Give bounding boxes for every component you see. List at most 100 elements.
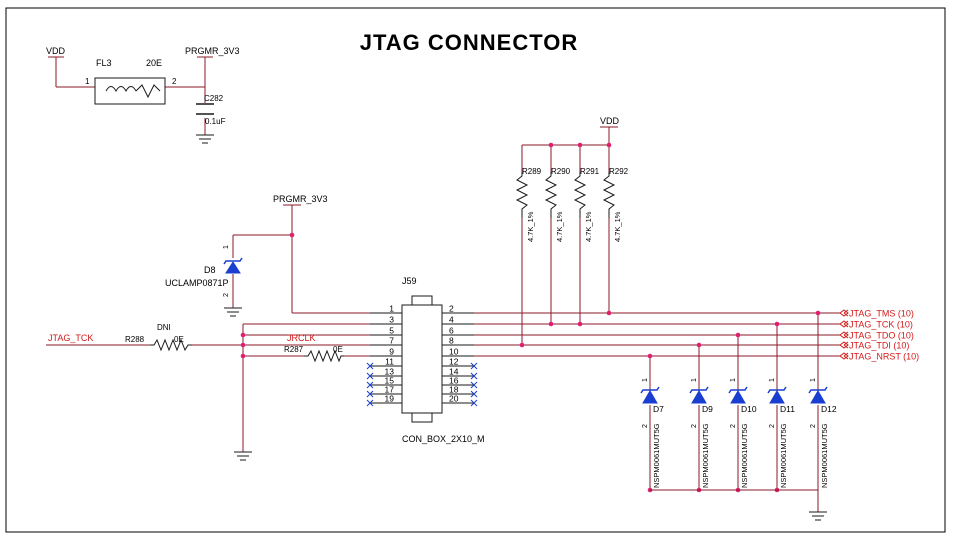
- d8-pin2: 2: [223, 293, 230, 297]
- no-connect-x: [470, 399, 478, 407]
- resistor-r287: [304, 349, 344, 363]
- resistor-r290: [544, 172, 558, 218]
- sheet-border: [5, 7, 946, 533]
- pin-number-right: 8: [449, 336, 454, 346]
- pin-number-left: 1: [389, 304, 394, 314]
- tvs-junction-top: [647, 353, 653, 359]
- output-port-arrow: [839, 309, 849, 317]
- tvs-ref-label: D10: [741, 404, 757, 414]
- no-connect-x: [470, 390, 478, 398]
- tvs-bar: [728, 386, 748, 394]
- tvs-diode-d8: [223, 257, 243, 274]
- output-port-arrows: [839, 309, 849, 360]
- j59-part: CON_BOX_2X10_M: [402, 434, 485, 444]
- junction-pullup-a: [548, 142, 554, 148]
- fl3-pin2: 2: [172, 77, 177, 86]
- sheet-title: JTAG CONNECTOR: [360, 30, 579, 55]
- resistor-r291: [573, 172, 587, 218]
- capacitor-c282: [196, 103, 214, 115]
- r287-ref: R287: [284, 345, 304, 354]
- pin-number-left: 7: [389, 336, 394, 346]
- fl3-ref: FL3: [96, 58, 112, 68]
- r288-note: DNI: [157, 323, 171, 332]
- output-port-arrow: [839, 320, 849, 328]
- c282-ref: C282: [204, 94, 224, 103]
- fl3-pin1: 1: [85, 77, 90, 86]
- output-net-label: JTAG_NRST (10): [849, 352, 919, 362]
- d8-ref: D8: [204, 265, 216, 275]
- c282-value: 0.1uF: [205, 117, 226, 126]
- tvs-pin2: 2: [642, 424, 649, 428]
- pin-number-left: 17: [385, 385, 395, 395]
- tvs-pin2: 2: [730, 424, 737, 428]
- r291-ref: R291: [580, 167, 600, 176]
- tvs-part-label: NSPM0061MUT5G: [701, 423, 710, 488]
- pin-number-right: 10: [449, 347, 459, 357]
- tvs-pin1: 1: [691, 378, 698, 382]
- no-connect-marks: [366, 362, 478, 407]
- filter-rail-label: PRGMR_3V3: [185, 46, 240, 56]
- pin-number-left: 19: [385, 394, 395, 404]
- fl3-value: 20E: [146, 58, 162, 68]
- junction-gnd-pin5: [240, 332, 246, 338]
- j59-ref: J59: [402, 276, 417, 286]
- r292-value: 4.7K_1%: [613, 211, 622, 242]
- resistor-r292: [602, 172, 616, 218]
- tvs-junction-top: [815, 310, 821, 316]
- pin-number-left: 15: [385, 376, 395, 386]
- output-port-arrow: [839, 331, 849, 339]
- pin-number-left: 11: [385, 357, 394, 367]
- tvs-bar: [640, 386, 660, 394]
- tvs-junction-top: [735, 332, 741, 338]
- pin-number-left: 13: [385, 367, 395, 377]
- tvs-pin1: 1: [730, 378, 737, 382]
- tvs-part-label: NSPM0061MUT5G: [740, 423, 749, 488]
- r292-ref: R292: [609, 167, 629, 176]
- d8-pin1: 1: [223, 245, 230, 249]
- output-port-arrow: [839, 341, 849, 349]
- junction-pullup-c: [606, 142, 612, 148]
- tvs-part-label: NSPM0061MUT5G: [820, 423, 829, 488]
- junction-gnd-r287: [240, 353, 246, 359]
- prgmr-rail-label-esd: PRGMR_3V3: [273, 194, 328, 204]
- tvs-bar: [689, 386, 709, 394]
- net-jrclk: JRCLK: [287, 333, 316, 343]
- output-net-label: JTAG_TDO (10): [849, 331, 914, 341]
- pin-number-right: 2: [449, 304, 454, 314]
- tvs-triangle: [691, 390, 707, 404]
- tvs-triangle: [769, 390, 785, 404]
- tvs-pin1: 1: [810, 378, 817, 382]
- tvs-bar: [767, 386, 787, 394]
- tvs-junction-top: [696, 342, 702, 348]
- pin-number-right: 12: [449, 357, 459, 367]
- junction-gnd-r288: [240, 342, 246, 348]
- tvs-triangle: [642, 390, 658, 404]
- tvs-ref-label: D7: [653, 404, 664, 414]
- pin-number-right: 20: [449, 394, 459, 404]
- tvs-ground-bus: [650, 489, 819, 512]
- no-connect-x: [366, 372, 374, 380]
- r291-value: 4.7K_1%: [584, 211, 593, 242]
- tvs-part-label: NSPM0061MUT5G: [779, 423, 788, 488]
- tvs-pin2: 2: [810, 424, 817, 428]
- tvs-part-label: NSPM0061MUT5G: [652, 423, 661, 488]
- ground-symbol-d8: [224, 307, 242, 317]
- tvs-junction-top: [774, 321, 780, 327]
- output-port-arrow: [839, 352, 849, 360]
- tvs-pin1: 1: [642, 378, 649, 382]
- output-net-labels: JTAG_TMS (10)JTAG_TCK (10)JTAG_TDO (10)J…: [849, 309, 919, 362]
- ground-symbol-left: [234, 451, 252, 461]
- pin-number-right: 4: [449, 315, 454, 325]
- tvs-pin2: 2: [769, 424, 776, 428]
- junction-tdi-pullup: [519, 342, 525, 348]
- connector-j59-body: [401, 295, 443, 423]
- ferrite-inductor-fl3: [94, 77, 166, 105]
- d8-part: UCLAMP0871P: [165, 278, 229, 288]
- r289-value: 4.7K_1%: [526, 211, 535, 242]
- r289-ref: R289: [522, 167, 542, 176]
- r287-value: 0E: [333, 345, 343, 354]
